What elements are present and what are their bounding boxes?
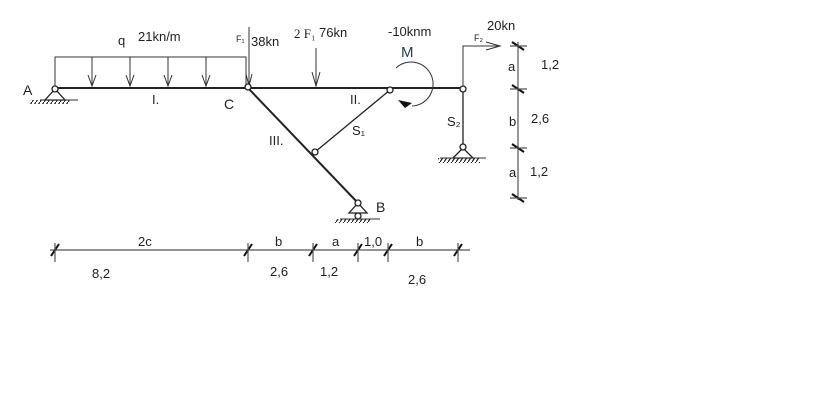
dim-v-1-value: 1,2 [541,57,559,72]
label-strut-1: S₁ [352,123,366,138]
horizontal-dimension-line [50,243,470,262]
2f1-value: 76kn [319,25,347,40]
dim-h-4-value: 1,0 [364,234,382,249]
vertical-dimension-line [510,41,527,203]
hinge-c [244,83,252,91]
f2-value: 20kn [487,18,515,33]
roller-support-b [335,199,380,223]
moment-symbol: M [401,44,414,61]
f1-value: 38kn [251,34,279,49]
force-f2-arrow [462,41,502,88]
dim-h-5-symbol: b [416,234,423,249]
f1-symbol: F₁ [236,34,245,44]
member-3 [247,87,359,204]
label-member-2: II. [350,92,361,107]
dim-h-1-value: 8,2 [92,266,110,281]
q-symbol: q [118,33,125,48]
dim-v-3-value: 1,2 [530,164,548,179]
f2-symbol: F₂ [474,33,483,43]
dim-v-1-symbol: a [508,59,516,74]
dim-h-5-value: 2,6 [408,272,426,287]
dim-h-3-symbol: a [332,234,340,249]
dim-v-2-symbol: b [509,114,516,129]
hinge-ii [386,86,394,94]
dim-v-2-value: 2,6 [531,111,549,126]
label-a: A [23,82,33,98]
q-value: 21kn/m [138,29,181,44]
label-b: B [376,199,385,215]
dim-v-3-symbol: a [509,165,517,180]
dim-h-1-symbol: 2c [138,234,152,249]
label-strut-2: S₂ [447,114,461,129]
dim-h-2-value: 2,6 [270,264,288,279]
hinge-s2-top [459,85,467,93]
label-member-1: I. [152,92,159,107]
dim-h-3-value: 1,2 [320,264,338,279]
hinge-iii [311,148,319,156]
label-c: C [224,96,234,112]
dim-h-2-symbol: b [275,234,282,249]
strut-s1 [314,89,391,153]
2f1-symbol: 2 F₁ [294,26,316,41]
moment-value: -10knm [388,24,431,39]
force-2f1-arrow [311,48,321,88]
moment-arrow [395,61,434,108]
pin-support-s2 [438,143,486,163]
label-member-3: III. [269,133,283,148]
distributed-load [54,56,247,88]
pin-support-a [30,85,78,104]
